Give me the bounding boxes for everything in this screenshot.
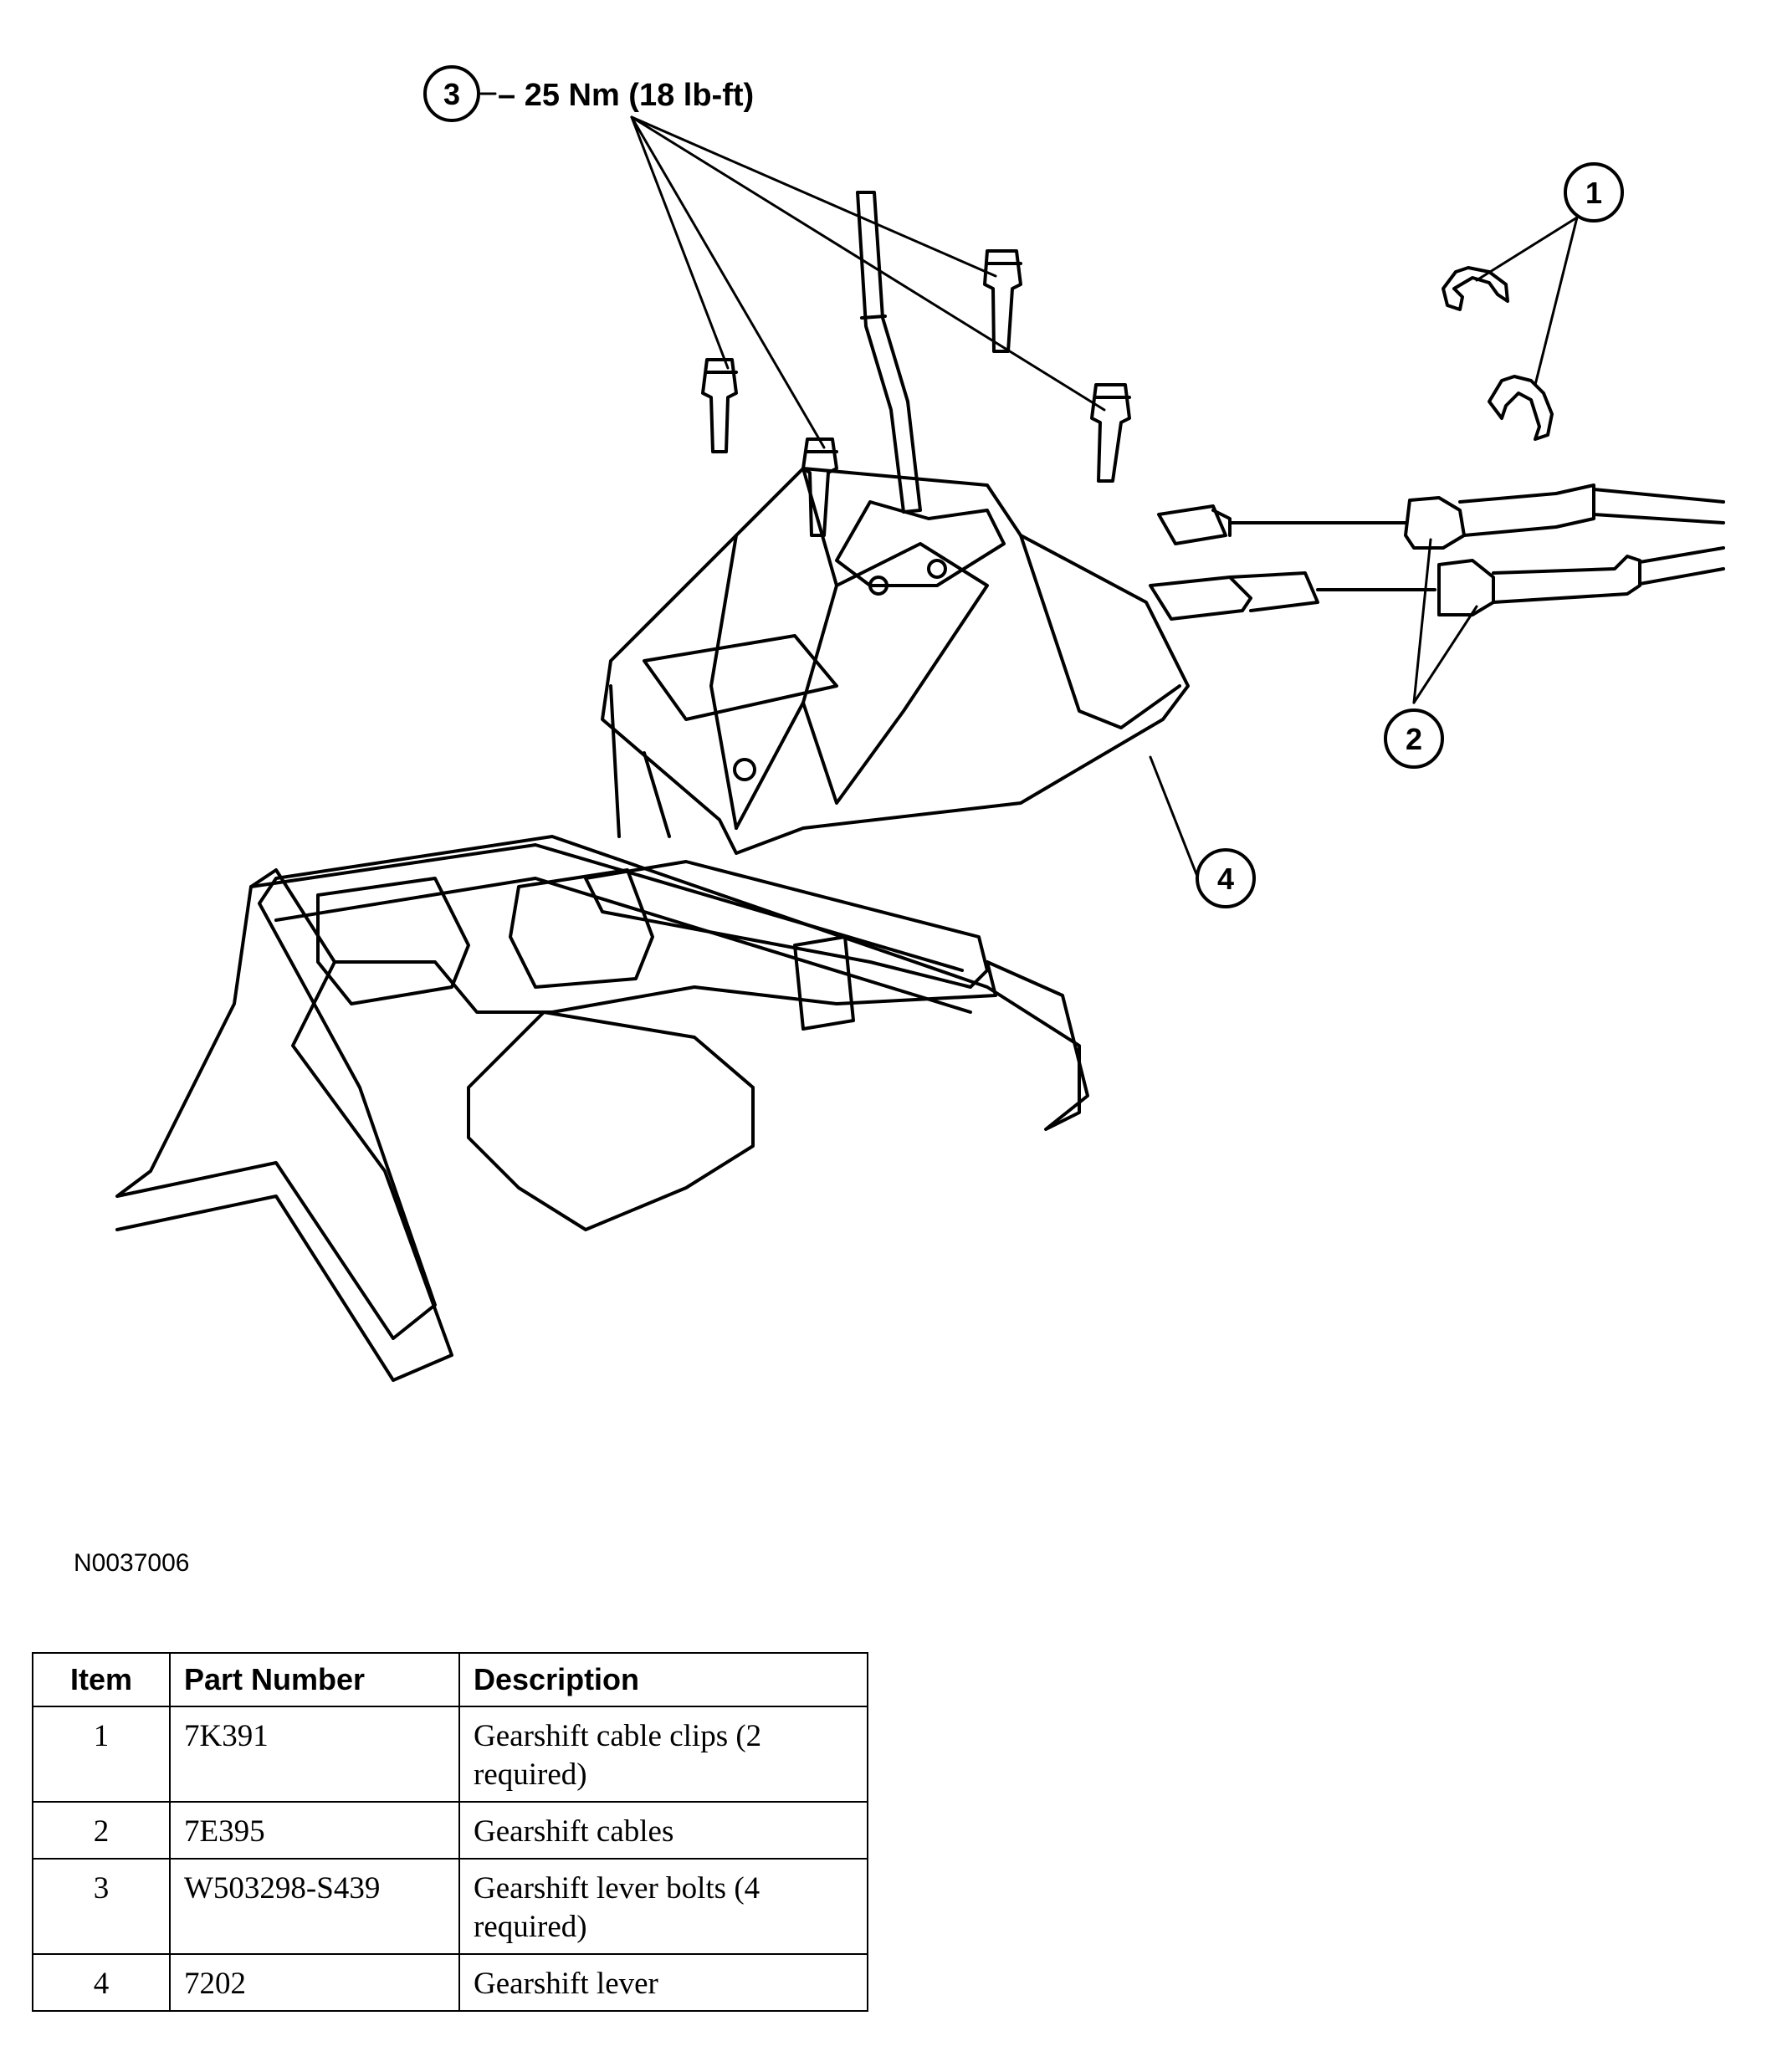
row-part-number: 7E395 (169, 1801, 460, 1860)
shift-lever-shaft (856, 191, 922, 514)
row-part-number: 7K391 (169, 1706, 460, 1803)
parts-table: Item Part Number Description 1 7K391 Gea… (32, 1652, 868, 2012)
table-row: 4 7202 Gearshift lever (32, 1953, 868, 2012)
header-description: Description (458, 1652, 868, 1707)
gearshift-cable-upper (1157, 483, 1725, 550)
row-part-number: 7202 (169, 1953, 460, 2012)
callout-2-label: 2 (1406, 722, 1422, 756)
figure-id: N0037006 (74, 1549, 190, 1577)
row-item: 2 (32, 1801, 171, 1860)
callout-1-circle (1564, 162, 1624, 223)
row-description: Gearshift lever (458, 1953, 868, 2012)
callout-3-circle (423, 65, 480, 122)
callout-2-circle (1384, 709, 1444, 769)
row-description: Gearshift cables (458, 1801, 868, 1860)
callout-1-label: 1 (1585, 176, 1602, 210)
lever-bolt-right (1090, 383, 1131, 483)
header-part-number: Part Number (169, 1652, 460, 1707)
cable-clip-lower (1488, 375, 1554, 441)
table-row: 2 7E395 Gearshift cables (32, 1801, 868, 1860)
lever-bolt-top-right (983, 249, 1022, 353)
gearshift-lever-housing (601, 467, 1190, 855)
header-item: Item (32, 1652, 171, 1707)
torque-spec: – 25 Nm (18 lb-ft) (498, 78, 754, 113)
lever-bolt-left (701, 358, 738, 453)
callout-4-circle (1196, 848, 1256, 908)
row-item: 1 (32, 1706, 171, 1803)
cable-clip-upper (1442, 266, 1509, 311)
lever-bolt-center (801, 437, 838, 537)
row-part-number: W503298-S439 (169, 1858, 460, 1955)
row-description: Gearshift cable clips (2 required) (458, 1706, 868, 1803)
gearshift-cable-lower (1149, 546, 1725, 621)
callout-4-label: 4 (1217, 862, 1234, 896)
exploded-view-diagram: 3 – 25 Nm (18 lb-ft) 1 2 4 (115, 65, 1725, 1382)
row-item: 3 (32, 1858, 171, 1955)
callout-3-label: 3 (443, 77, 460, 111)
row-item: 4 (32, 1953, 171, 2012)
mounting-bracket (115, 684, 1089, 1382)
table-header-row: Item Part Number Description (32, 1652, 868, 1707)
row-description: Gearshift lever bolts (4 required) (458, 1858, 868, 1955)
table-row: 3 W503298-S439 Gearshift lever bolts (4 … (32, 1858, 868, 1955)
table-row: 1 7K391 Gearshift cable clips (2 require… (32, 1706, 868, 1803)
leader-lines (630, 115, 1579, 876)
